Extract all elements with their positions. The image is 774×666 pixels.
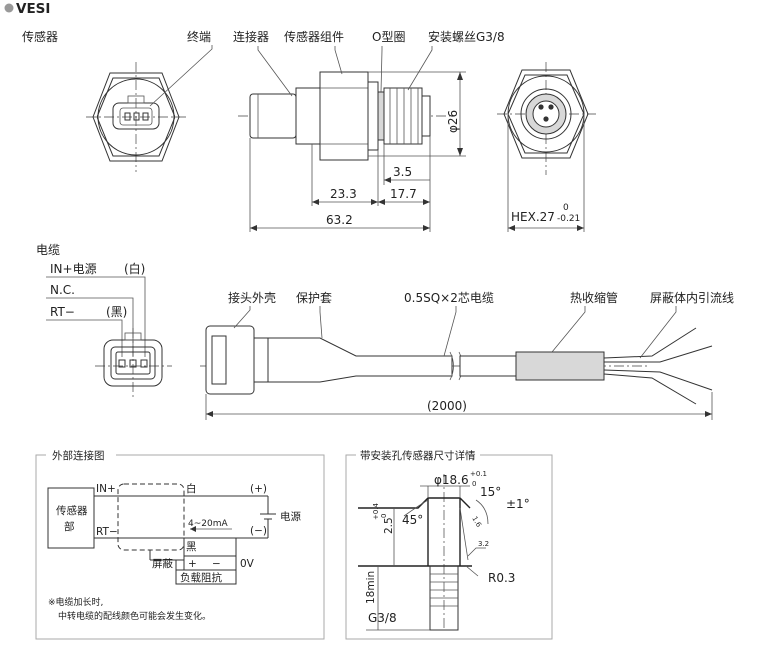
ew-zero-v: 0V <box>240 558 255 570</box>
ew-rt-minus: RT− <box>96 526 118 538</box>
dim-3-5: 3.5 <box>393 165 412 179</box>
ew-load: 负载阻抗 <box>180 571 222 584</box>
pin-white-label: (白) <box>124 261 145 276</box>
mh-radius: R0.3 <box>488 571 515 585</box>
mh-min-depth: 18min <box>365 571 377 604</box>
dim-17-7: 17.7 <box>390 187 417 201</box>
ew-plus: (+) <box>250 483 267 495</box>
mh-dia-tol-upper: +0.1 <box>470 470 487 478</box>
callout-sensor-assembly: 传感器组件 <box>284 29 344 44</box>
mh-dia-tol-lower: 0 <box>472 480 476 488</box>
mh-diameter: φ18.6 <box>434 473 469 487</box>
bullet-icon <box>4 3 14 13</box>
dim-cable-length: (2000) <box>427 399 467 413</box>
ew-shield: 屏蔽 <box>152 558 173 570</box>
sensor-section-label: 传感器 <box>22 29 58 44</box>
ew-white: 白 <box>186 482 197 495</box>
external-wiring-title: 外部连接图 <box>52 449 105 462</box>
ew-sensor-label-top: 传感器 <box>56 504 88 517</box>
mh-angle-45: 45° <box>402 513 423 527</box>
mh-depth-tol-upper: +0.4 <box>372 502 380 520</box>
pin-nc-label: N.C. <box>50 283 75 297</box>
callout-terminal: 终端 <box>187 29 211 44</box>
cable-side-view <box>200 325 713 405</box>
callout-shield-drain: 屏蔽体内引流线 <box>650 291 734 305</box>
callout-housing: 接头外壳 <box>228 290 276 305</box>
mount-hole-title: 带安装孔传感器尺寸详情 <box>360 449 476 462</box>
callout-wire: 0.5SQ×2芯电缆 <box>404 291 494 305</box>
ew-note-line1: ※电缆加长时, <box>48 596 103 608</box>
callout-connector: 连接器 <box>233 29 269 44</box>
mh-finish-1-6: 1.6 <box>470 515 483 529</box>
dim-diameter: φ26 <box>446 110 460 133</box>
mh-depth-tol-lower: 0 <box>380 514 388 518</box>
sensor-connector-end-view <box>86 62 186 172</box>
cable-section-label: 电缆 <box>36 243 60 257</box>
external-wiring-frame <box>35 454 325 640</box>
dim-hex: HEX.27 <box>511 210 555 224</box>
dim-hex-tol-lower: -0.21 <box>557 214 580 224</box>
ew-note-line2: 中转电缆的配线颜色可能会发生变化。 <box>58 610 211 622</box>
callout-thread: 安装螺丝G3/8 <box>428 29 505 44</box>
sensor-side-view <box>238 71 450 161</box>
callout-sleeve: 保护套 <box>296 291 332 305</box>
ew-sensor-label-bottom: 部 <box>64 520 75 533</box>
ew-current: 4~20mA <box>188 519 228 529</box>
mh-angle-tol: ±1° <box>506 497 530 511</box>
ew-minus: (−) <box>250 525 267 537</box>
callout-shrink: 热收缩管 <box>570 290 618 305</box>
dim-hex-tol-upper: 0 <box>563 203 569 213</box>
mh-depth: 2.5 <box>383 517 395 534</box>
ew-in-plus: IN+ <box>96 483 116 495</box>
dim-23-3: 23.3 <box>330 187 357 201</box>
mh-angle-15: 15° <box>480 485 501 499</box>
mh-thread: G3/8 <box>368 611 397 625</box>
ew-load-plus: + <box>188 558 197 570</box>
pin-rt-minus-label: RT− <box>50 305 75 319</box>
dim-63-2: 63.2 <box>326 213 353 227</box>
sensor-thread-end-view <box>497 62 596 175</box>
ew-black: 黑 <box>186 541 197 553</box>
pin-black-label: (黑) <box>106 305 127 319</box>
ew-load-minus: − <box>212 558 221 570</box>
cable-connector-face <box>95 328 172 398</box>
mh-finish-3-2: 3.2 <box>478 540 489 548</box>
pin-in-plus-label: IN+电源 <box>50 262 97 276</box>
ew-power: 电源 <box>280 510 301 523</box>
callout-oring: O型圈 <box>372 30 405 44</box>
mount-hole-section <box>358 474 489 631</box>
page-title: VESI <box>16 1 50 17</box>
